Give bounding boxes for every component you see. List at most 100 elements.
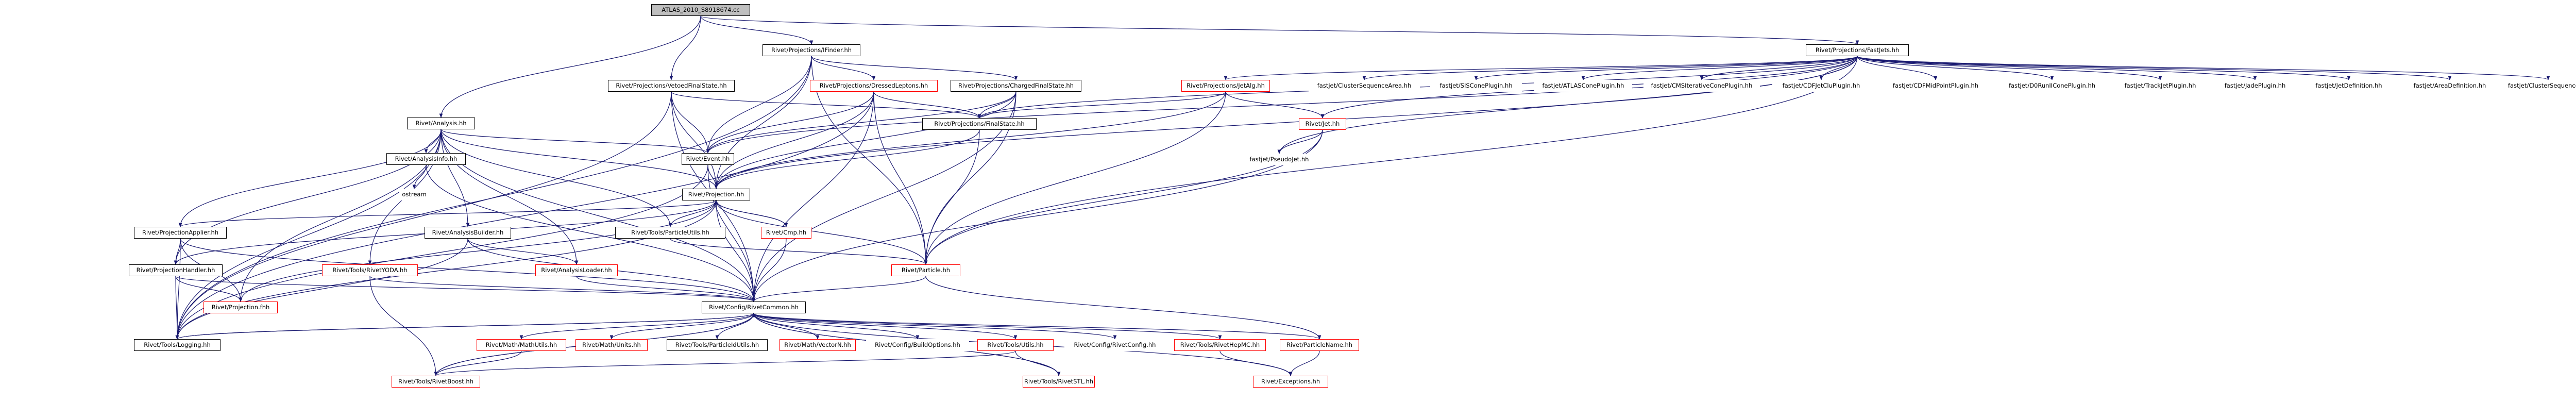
node-projhandler[interactable]: Rivet/ProjectionHandler.hh	[129, 264, 223, 276]
edge-logging-to-common	[177, 313, 756, 340]
edge-dressed-to-projection	[714, 91, 874, 189]
edge-common-to-vectorn	[753, 313, 820, 340]
node-clusterseq[interactable]: fastjet/ClusterSequence.hh	[2506, 80, 2576, 92]
node-event[interactable]: Rivet/Event.hh	[682, 153, 734, 165]
edge-ffinder-to-particle	[811, 56, 928, 265]
node-analysisinfo[interactable]: Rivet/AnalysisInfo.hh	[386, 153, 466, 165]
edge-particle-to-pname	[925, 276, 1321, 340]
edge-utils-to-stl	[1015, 350, 1061, 376]
edge-ffinder-to-event	[706, 56, 812, 154]
node-csaf[interactable]: fastjet/ClusterSequenceArea.hh	[1309, 80, 1420, 92]
edge-analysisinfo-to-common	[426, 164, 756, 302]
node-rivetconfig[interactable]: Rivet/Config/RivetConfig.hh	[1064, 339, 1165, 351]
edge-charged-to-common	[752, 91, 1016, 302]
node-utils[interactable]: Rivet/Tools/Utils.hh	[977, 339, 1054, 351]
node-units[interactable]: Rivet/Math/Units.hh	[575, 339, 648, 351]
edge-finalstate-to-particle	[924, 129, 980, 265]
edge-root-to-analysis	[439, 15, 701, 118]
node-yoda[interactable]: Rivet/Tools/RivetYODA.hh	[322, 264, 418, 276]
node-cdfmid[interactable]: fastjet/CDFMidPointPlugin.hh	[1883, 80, 1989, 92]
node-d0run[interactable]: fastjet/D0RunIIConePlugin.hh	[2000, 80, 2104, 92]
node-jetdef[interactable]: fastjet/JetDefinition.hh	[2303, 80, 2395, 92]
node-common[interactable]: Rivet/Config/RivetCommon.hh	[702, 301, 806, 313]
node-projfhh[interactable]: Rivet/Projection.fhh	[204, 301, 278, 313]
edge-analysis-to-projapplier	[178, 129, 442, 227]
node-analysis[interactable]: Rivet/Analysis.hh	[407, 118, 475, 129]
edge-vetoed-to-projection	[671, 91, 718, 189]
node-ffinder[interactable]: Rivet/Projections/IFinder.hh	[762, 44, 860, 56]
edge-projection-to-common	[716, 200, 756, 302]
edge-fastjets-to-jetdef	[1857, 56, 2351, 80]
node-siscone[interactable]: fastjet/SISConePlugin.hh	[1430, 80, 1522, 92]
edge-fastjets-to-siscone	[1474, 56, 1858, 80]
edge-jetalg-to-particle	[924, 91, 1226, 265]
node-hepmc[interactable]: Rivet/Tools/RivetHepMC.hh	[1174, 339, 1266, 351]
edge-projection-to-projfhh	[239, 200, 717, 302]
edge-projhandler-to-common	[175, 276, 756, 302]
node-cmsit[interactable]: fastjet/CMSIterativeConePlugin.hh	[1643, 80, 1760, 92]
edge-fastjets-to-trackjet	[1857, 56, 2162, 80]
node-vectorn[interactable]: Rivet/Math/VectorN.hh	[779, 339, 856, 351]
node-exceptions[interactable]: Rivet/Exceptions.hh	[1253, 376, 1328, 388]
edge-anabuilder-to-analoader	[467, 238, 579, 265]
edge-root-to-vetoed	[669, 15, 701, 80]
edge-dressed-to-logging	[175, 91, 874, 340]
edge-common-to-mathutils	[519, 313, 754, 340]
node-pname[interactable]: Rivet/ParticleName.hh	[1280, 339, 1359, 351]
edge-pname-to-exceptions	[1289, 350, 1320, 376]
edge-charged-to-projection	[714, 91, 1016, 189]
edge-common-to-rivetconfig	[753, 313, 1117, 340]
node-boost[interactable]: Rivet/Tools/RivetBoost.hh	[392, 376, 480, 388]
node-analoader[interactable]: Rivet/AnalysisLoader.hh	[535, 264, 618, 276]
edge-fastjets-to-csaf	[1362, 56, 1858, 80]
node-trackjet[interactable]: fastjet/TrackJetPlugin.hh	[2115, 80, 2205, 92]
node-particle[interactable]: Rivet/Particle.hh	[891, 264, 960, 276]
edge-fastjets-to-d0run	[1857, 56, 2054, 80]
node-jet[interactable]: Rivet/Jet.hh	[1299, 118, 1346, 130]
edge-vetoed-to-finalstate	[671, 91, 981, 119]
edge-mathutils-to-boost	[434, 350, 522, 376]
node-fastjets[interactable]: Rivet/Projections/FastJets.hh	[1806, 44, 1909, 56]
node-ostream[interactable]: ostream	[399, 189, 429, 200]
edge-projection-to-particle	[716, 200, 928, 265]
node-projection[interactable]: Rivet/Projection.hh	[682, 189, 750, 200]
node-vetoed[interactable]: Rivet/Projections/VetoedFinalState.hh	[608, 80, 735, 92]
edge-vetoed-to-logging	[175, 91, 672, 340]
node-projapplier[interactable]: Rivet/ProjectionApplier.hh	[134, 227, 227, 239]
node-root: ATLAS_2010_S8918674.cc	[651, 4, 750, 16]
edge-fastjets-to-particle	[924, 56, 1858, 265]
node-areadef[interactable]: fastjet/AreaDefinition.hh	[2403, 80, 2497, 92]
edge-projhandler-to-projfhh	[175, 276, 243, 302]
node-pseudojet[interactable]: fastjet/PseudoJet.hh	[1242, 154, 1317, 165]
node-dressed[interactable]: Rivet/Projections/DressedLeptons.hh	[810, 80, 938, 92]
node-mathutils[interactable]: Rivet/Math/MathUtils.hh	[477, 339, 566, 351]
edge-root-to-ffinder	[700, 15, 814, 45]
node-jade[interactable]: fastjet/JadePlugin.hh	[2216, 80, 2294, 92]
node-cdfjetclu[interactable]: fastjet/CDFJetCluPlugin.hh	[1772, 80, 1870, 92]
edge-analysisinfo-to-ostream	[412, 164, 427, 189]
node-anabuilder[interactable]: Rivet/AnalysisBuilder.hh	[425, 227, 511, 239]
node-charged[interactable]: Rivet/Projections/ChargedFinalState.hh	[951, 80, 1081, 92]
edge-ffinder-to-projection	[714, 56, 812, 189]
node-particleutils[interactable]: Rivet/Tools/ParticleUtils.hh	[615, 227, 725, 239]
node-jetalg[interactable]: Rivet/Projections/JetAlg.hh	[1181, 80, 1270, 92]
edge-fastjets-to-jetalg	[1224, 56, 1858, 80]
node-cmp[interactable]: Rivet/Cmp.hh	[761, 227, 811, 239]
edge-common-to-units	[609, 313, 754, 340]
node-stl[interactable]: Rivet/Tools/RivetSTL.hh	[1023, 376, 1095, 388]
node-pidutils[interactable]: Rivet/Tools/ParticleIdUtils.hh	[667, 339, 768, 351]
node-finalstate[interactable]: Rivet/Projections/FinalState.hh	[922, 118, 1037, 130]
edge-analysis-to-anabuilder	[440, 129, 470, 227]
node-logging[interactable]: Rivet/Tools/Logging.hh	[134, 339, 221, 351]
node-atlascone[interactable]: fastjet/ATLASConePlugin.hh	[1534, 80, 1632, 92]
edge-fastjets-to-atlascone	[1581, 56, 1858, 80]
edge-jetalg-to-projection	[714, 91, 1226, 189]
edge-analysis-to-particleutils	[440, 129, 672, 227]
edge-particle-to-common	[752, 276, 926, 302]
edge-jet-to-pseudojet	[1277, 129, 1323, 154]
edge-fastjets-to-cdfmid	[1857, 56, 1938, 80]
node-buildopts[interactable]: Rivet/Config/BuildOptions.hh	[866, 339, 969, 351]
edge-fastjets-to-jade	[1857, 56, 2257, 80]
edge-finalstate-to-projection	[714, 129, 980, 189]
